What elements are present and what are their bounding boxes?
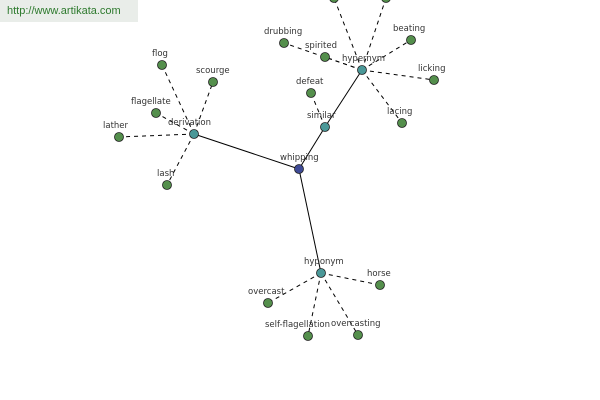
- edge-hyponym-self-flagellation: [307, 272, 322, 337]
- node-overcast[interactable]: [263, 298, 273, 308]
- node-label-hyponym: hyponym: [304, 257, 344, 267]
- node-top-right[interactable]: [381, 0, 391, 3]
- edge-hyponym-overcast: [267, 272, 322, 304]
- label-layer: whipping derivation similar hypernym hyponym…: [103, 24, 445, 330]
- node-label-beating: beating: [393, 24, 425, 34]
- node-lather[interactable]: [114, 132, 124, 142]
- edge-layer: [118, 0, 435, 337]
- edge-hypernym-spirited: [324, 56, 363, 71]
- node-similar[interactable]: [320, 122, 330, 132]
- edge-hypernym-beating: [361, 39, 412, 71]
- node-drubbing[interactable]: [279, 38, 289, 48]
- edge-whipping-derivation: [193, 133, 300, 170]
- edge-hyponym-horse: [320, 272, 381, 286]
- node-label-overcasting: overcasting: [331, 319, 381, 329]
- edge-derivation-lather: [118, 133, 195, 138]
- edge-similar-defeat: [310, 92, 326, 128]
- node-label-similar: similar: [307, 111, 336, 121]
- node-derivation[interactable]: [189, 129, 199, 139]
- node-flog[interactable]: [157, 60, 167, 70]
- node-label-lather: lather: [103, 121, 129, 131]
- edge-derivation-lash: [166, 133, 195, 186]
- node-label-overcast: overcast: [248, 287, 285, 297]
- node-label-spirited: spirited: [305, 41, 337, 51]
- node-overcasting[interactable]: [353, 330, 363, 340]
- edge-derivation-scourge: [193, 81, 214, 135]
- node-licking[interactable]: [429, 75, 439, 85]
- node-hypernym[interactable]: [357, 65, 367, 75]
- node-label-defeat: defeat: [296, 77, 324, 87]
- edge-hypernym-top-left: [334, 0, 363, 71]
- node-scourge[interactable]: [208, 77, 218, 87]
- node-flagellate[interactable]: [151, 108, 161, 118]
- node-label-whipping: whipping: [280, 153, 319, 163]
- node-layer: [114, 0, 439, 341]
- node-lash[interactable]: [162, 180, 172, 190]
- node-whipping[interactable]: [294, 164, 304, 174]
- node-label-horse: horse: [367, 269, 391, 279]
- node-label-lash: lash: [157, 169, 174, 179]
- node-label-licking: licking: [418, 64, 445, 74]
- site-watermark[interactable]: http://www.artikata.com: [0, 0, 138, 22]
- node-label-derivation: derivation: [168, 118, 211, 128]
- node-label-self-flagellation: self-flagellation: [265, 320, 330, 330]
- node-defeat[interactable]: [306, 88, 316, 98]
- node-label-lacing: lacing: [387, 107, 412, 117]
- node-label-drubbing: drubbing: [264, 27, 302, 37]
- node-label-flog: flog: [152, 49, 168, 59]
- node-horse[interactable]: [375, 280, 385, 290]
- node-self-flagellation[interactable]: [303, 331, 313, 341]
- node-spirited[interactable]: [320, 52, 330, 62]
- edge-similar-hypernym: [324, 69, 363, 128]
- edge-whipping-similar: [298, 126, 326, 170]
- node-lacing[interactable]: [397, 118, 407, 128]
- node-label-flagellate: flagellate: [131, 97, 171, 107]
- node-label-hypernym: hypernym: [342, 54, 385, 64]
- node-hyponym[interactable]: [316, 268, 326, 278]
- node-top-left[interactable]: [329, 0, 339, 3]
- node-label-scourge: scourge: [196, 66, 230, 76]
- edge-hypernym-lacing: [361, 69, 403, 124]
- edge-whipping-hyponym: [298, 168, 322, 274]
- node-beating[interactable]: [406, 35, 416, 45]
